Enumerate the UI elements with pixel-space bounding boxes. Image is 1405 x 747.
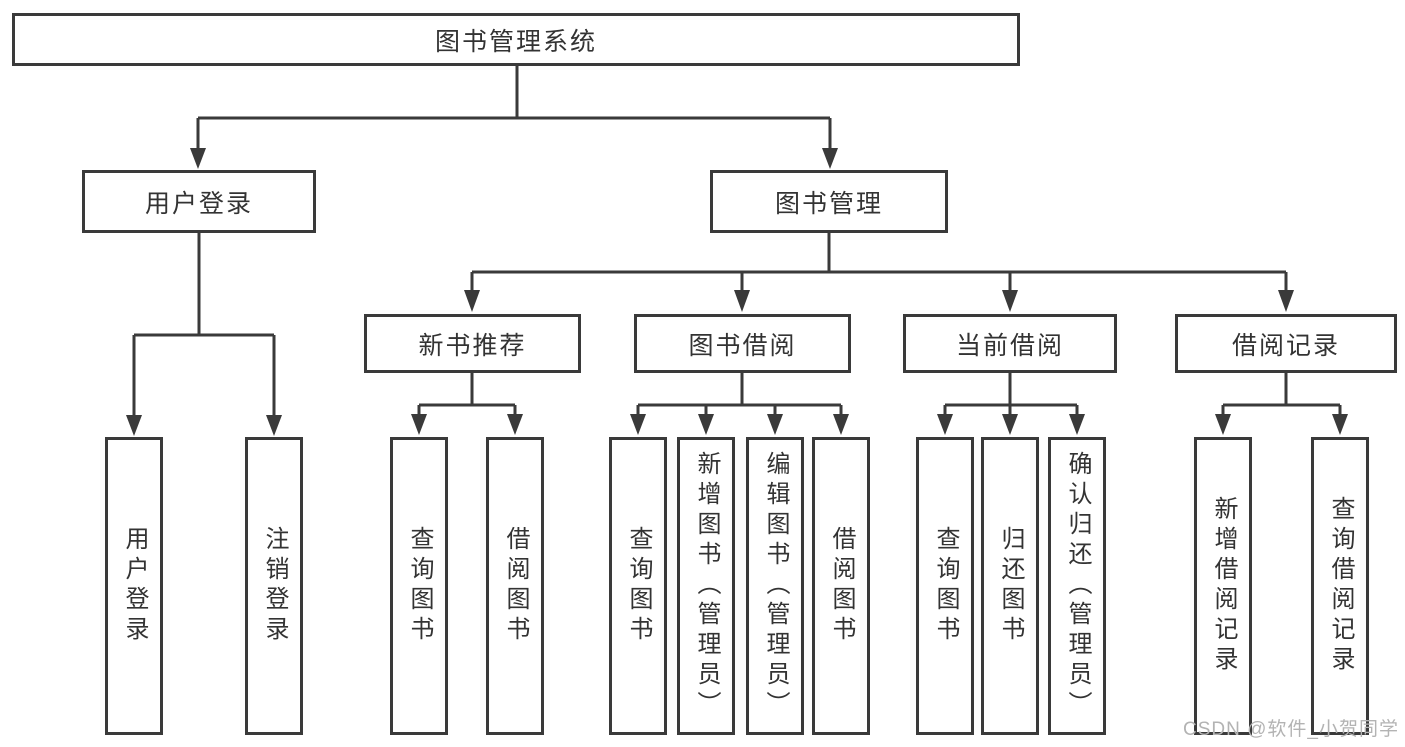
connector-root-to-level2 <box>196 66 832 149</box>
leaf-query-books-3-label: 查询图书 <box>932 526 959 646</box>
connector-bookborrow-to-leaves <box>636 373 843 415</box>
arrowheads-level3 <box>464 290 1294 312</box>
leaf-logout: 注销登录 <box>245 437 303 735</box>
leaf-user-login-label: 用户登录 <box>121 526 148 646</box>
node-current-borrow-label: 当前借阅 <box>955 331 1064 360</box>
node-current-borrow: 当前借阅 <box>903 314 1117 373</box>
leaf-return-book: 归还图书 <box>981 437 1039 735</box>
node-borrow-records: 借阅记录 <box>1175 314 1397 373</box>
connector-borrowrec-to-leaves <box>1221 373 1342 415</box>
node-user-login-label: 用户登录 <box>144 189 253 218</box>
leaf-add-book-admin: 新增图书（管理员） <box>677 437 735 735</box>
leaf-return-book-label: 归还图书 <box>997 526 1024 646</box>
leaf-query-books-2-label: 查询图书 <box>625 526 652 646</box>
arrowheads-level2 <box>190 148 838 169</box>
connector-userlogin-to-leaves <box>132 233 276 416</box>
leaf-logout-label: 注销登录 <box>261 526 288 646</box>
leaf-user-login: 用户登录 <box>105 437 163 735</box>
connector-curborrow-to-leaves <box>943 373 1079 415</box>
leaf-edit-book-admin: 编辑图书（管理员） <box>746 437 804 735</box>
leaf-add-book-admin-label: 新增图书（管理员） <box>693 451 720 721</box>
leaf-query-borrow-record: 查询借阅记录 <box>1311 437 1369 735</box>
connector-newrec-to-leaves <box>417 373 517 415</box>
node-book-management-label: 图书管理 <box>774 189 883 218</box>
node-user-login: 用户登录 <box>82 170 316 233</box>
leaf-query-books-1: 查询图书 <box>390 437 448 735</box>
arrowheads-bookborrow-leaves <box>630 414 849 435</box>
leaf-edit-book-admin-label: 编辑图书（管理员） <box>762 451 789 721</box>
leaf-confirm-return-admin: 确认归还（管理员） <box>1048 437 1106 735</box>
leaf-query-books-1-label: 查询图书 <box>406 526 433 646</box>
leaf-add-borrow-record-label: 新增借阅记录 <box>1210 496 1237 676</box>
leaf-borrow-books-1: 借阅图书 <box>486 437 544 735</box>
csdn-watermark: CSDN @软件_小贺同学 <box>1183 719 1399 740</box>
leaf-borrow-books-2-label: 借阅图书 <box>828 526 855 646</box>
leaf-query-books-3: 查询图书 <box>916 437 974 735</box>
node-book-borrow-label: 图书借阅 <box>688 331 797 360</box>
node-new-book-recommend-label: 新书推荐 <box>418 331 527 360</box>
connector-bookmgmt-to-level3 <box>470 233 1288 291</box>
node-borrow-records-label: 借阅记录 <box>1231 331 1340 360</box>
arrowheads-curborrow-leaves <box>937 414 1085 435</box>
leaf-query-borrow-record-label: 查询借阅记录 <box>1327 496 1354 676</box>
arrowheads-borrowrec-leaves <box>1215 414 1348 435</box>
arrowheads-userlogin-leaves <box>126 415 282 436</box>
node-root-label: 图书管理系统 <box>434 27 597 56</box>
node-book-borrow: 图书借阅 <box>634 314 851 373</box>
node-new-book-recommend: 新书推荐 <box>364 314 581 373</box>
node-root: 图书管理系统 <box>12 13 1020 66</box>
leaf-borrow-books-2: 借阅图书 <box>812 437 870 735</box>
leaf-add-borrow-record: 新增借阅记录 <box>1194 437 1252 735</box>
leaf-query-books-2: 查询图书 <box>609 437 667 735</box>
node-book-management: 图书管理 <box>710 170 948 233</box>
arrowheads-newrec-leaves <box>411 414 523 435</box>
leaf-borrow-books-1-label: 借阅图书 <box>502 526 529 646</box>
leaf-confirm-return-admin-label: 确认归还（管理员） <box>1064 451 1091 721</box>
